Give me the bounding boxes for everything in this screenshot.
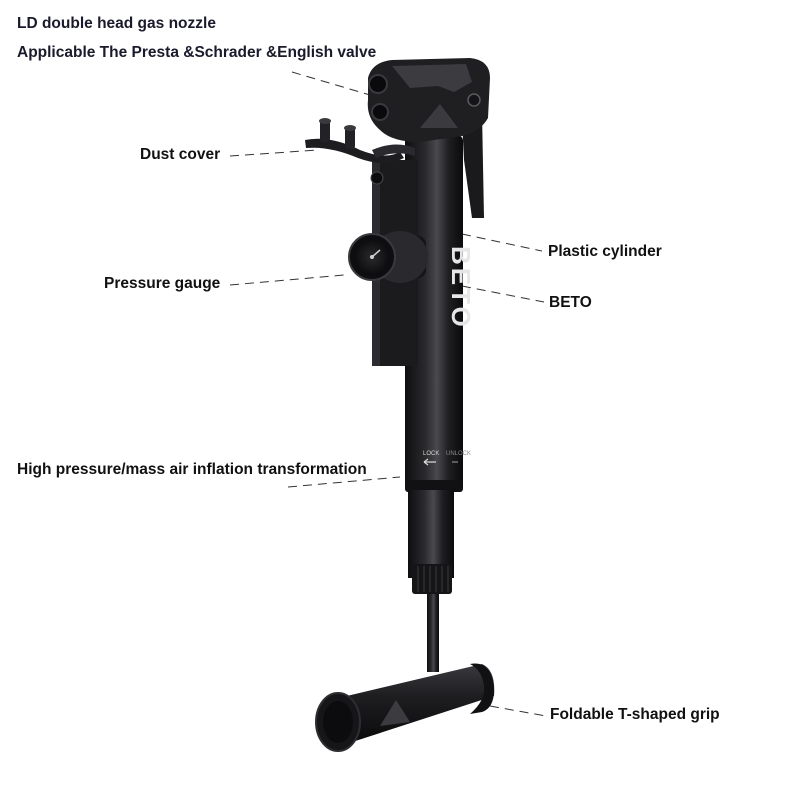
t-grip-icon (315, 663, 495, 752)
leader-transformation (287, 476, 401, 488)
t-grip-label: Foldable T-shaped grip (550, 706, 720, 723)
lock-arrow-icon (423, 458, 436, 466)
leader-lines (229, 71, 547, 717)
head-lever (462, 112, 484, 218)
plastic-cylinder (405, 135, 463, 490)
leader-plastic-cylinder (461, 233, 543, 252)
collar-ridges (417, 566, 449, 592)
cylinder-bottom-rim (405, 480, 463, 492)
housing-screw (370, 171, 384, 185)
nozzle-title-label: LD double head gas nozzle (17, 15, 216, 32)
lock-text: LOCK (423, 451, 439, 457)
nozzle-valve-label: Applicable The Presta &Schrader &English… (17, 44, 377, 61)
inner-tube (408, 490, 454, 578)
transformation-label: High pressure/mass air inflation transfo… (17, 461, 367, 478)
leader-grip (489, 705, 547, 717)
leader-nozzle (291, 71, 371, 96)
nozzle-head-icon (367, 58, 490, 142)
dust-cover-label: Dust cover (140, 146, 221, 163)
beto-logo: BETO (446, 246, 476, 330)
leader-pressure-gauge (229, 274, 345, 286)
brand-label: BETO (549, 294, 592, 311)
pressure-gauge-icon (348, 231, 428, 283)
leader-dust-cover (229, 149, 319, 157)
dust-cover-icon (305, 118, 415, 163)
plastic-cylinder-label: Plastic cylinder (548, 243, 662, 260)
pressure-gauge-label: Pressure gauge (104, 275, 221, 292)
unlock-text: UNLOCK (446, 451, 471, 457)
piston-shaft (427, 594, 439, 672)
